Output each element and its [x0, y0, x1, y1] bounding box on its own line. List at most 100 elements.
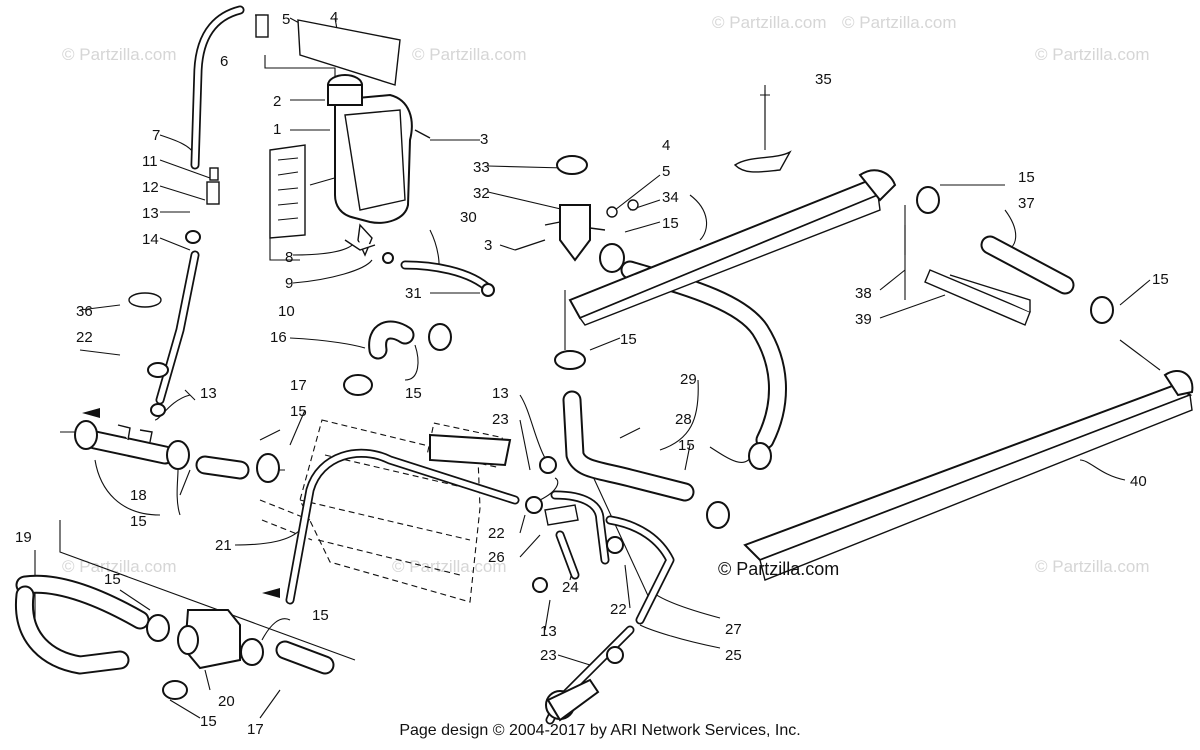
callout-39: 39: [855, 311, 872, 328]
clamp: [343, 374, 373, 396]
callout-13: 13: [142, 205, 159, 222]
callout-labels: 5 4 6 2 1 3 7 11 12 13 14 8 9 10 30 31 3…: [15, 9, 1169, 738]
clamp: [185, 230, 201, 244]
watermarks: © Partzilla.com © Partzilla.com © Partzi…: [62, 13, 1150, 576]
watermark: © Partzilla.com: [1035, 557, 1150, 576]
watermark: © Partzilla.com: [712, 13, 827, 32]
clamp: [166, 440, 190, 470]
callout-11: 11: [142, 153, 158, 170]
clamp: [150, 403, 166, 417]
screw: [414, 129, 431, 139]
callout-16: 16: [270, 329, 287, 346]
callout-7: 7: [152, 127, 160, 144]
callout-15: 15: [620, 331, 637, 348]
callout-22: 22: [488, 525, 505, 542]
callout-29: 29: [680, 371, 697, 388]
screw: [514, 239, 546, 251]
callout-40: 40: [1130, 473, 1147, 490]
washer: [606, 206, 618, 218]
watermark: © Partzilla.com: [1035, 45, 1150, 64]
fitting: [206, 181, 220, 205]
callout-22: 22: [610, 601, 627, 618]
callout-21: 21: [215, 537, 232, 554]
callout-37: 37: [1018, 195, 1035, 212]
fitting: [344, 239, 376, 251]
water-pump: [545, 678, 600, 722]
clamp: [240, 638, 264, 666]
large-hoses: [14, 5, 1075, 725]
callout-15: 15: [200, 713, 217, 730]
callout-3: 3: [484, 237, 492, 254]
clamp: [539, 456, 557, 474]
callout-15: 15: [1018, 169, 1035, 186]
callout-15: 15: [662, 215, 679, 232]
clamp: [147, 362, 169, 378]
callout-1: 1: [273, 121, 281, 138]
callout-15: 15: [678, 437, 695, 454]
callout-20: 20: [218, 693, 235, 710]
callout-2: 2: [273, 93, 281, 110]
callout-8: 8: [285, 249, 293, 266]
fitting: [255, 14, 269, 38]
hose-clamps: [74, 186, 1114, 700]
callout-23: 23: [492, 411, 509, 428]
callout-4: 4: [330, 9, 338, 26]
bracket-outline: [297, 19, 401, 86]
callout-15: 15: [312, 607, 329, 624]
callout-17: 17: [247, 721, 264, 738]
callout-15: 15: [405, 385, 422, 402]
clamp: [481, 283, 495, 297]
callout-31: 31: [405, 285, 422, 302]
clamp: [554, 350, 586, 370]
watermark: © Partzilla.com: [412, 45, 527, 64]
callout-9: 9: [285, 275, 293, 292]
fitting: [209, 167, 219, 181]
clamp: [146, 614, 170, 642]
coupler: [177, 609, 241, 670]
filler-neck: [544, 155, 606, 262]
callout-14: 14: [142, 231, 159, 248]
small-fittings: [117, 14, 639, 443]
callout-34: 34: [662, 189, 679, 206]
clamp: [256, 453, 280, 483]
clamp: [1090, 296, 1114, 324]
clamp: [599, 243, 625, 273]
callout-27: 27: [725, 621, 742, 638]
clamp: [916, 186, 940, 214]
callout-32: 32: [473, 185, 490, 202]
callout-30: 30: [460, 209, 477, 226]
callout-13: 13: [540, 623, 557, 640]
callout-24: 24: [562, 579, 579, 596]
heat-exchangers: [568, 90, 1194, 581]
nut: [627, 199, 639, 211]
callout-23: 23: [540, 647, 557, 664]
watermark: © Partzilla.com: [718, 559, 839, 579]
callout-5: 5: [662, 163, 670, 180]
tee-nipples: [117, 424, 153, 443]
page-footer: Page design © 2004-2017 by ARI Network S…: [399, 722, 801, 739]
callout-28: 28: [675, 411, 692, 428]
callout-5: 5: [282, 11, 290, 28]
clamp: [428, 323, 452, 351]
callout-36: 36: [76, 303, 93, 320]
clamp: [748, 442, 772, 470]
callout-13: 13: [200, 385, 217, 402]
clamp: [382, 252, 394, 264]
leader-lines: [34, 14, 1161, 719]
coolant-reservoir: [269, 74, 413, 257]
callout-6: 6: [220, 53, 228, 70]
clamp: [74, 420, 98, 450]
callout-15: 15: [104, 571, 121, 588]
callout-15: 15: [1152, 271, 1169, 288]
callout-38: 38: [855, 285, 872, 302]
watermark: © Partzilla.com: [392, 557, 507, 576]
callout-26: 26: [488, 549, 505, 566]
clamp: [162, 680, 188, 700]
clamp: [606, 536, 624, 554]
clamp: [128, 292, 162, 308]
callout-18: 18: [130, 487, 147, 504]
callout-33: 33: [473, 159, 490, 176]
watermark: © Partzilla.com: [62, 557, 177, 576]
